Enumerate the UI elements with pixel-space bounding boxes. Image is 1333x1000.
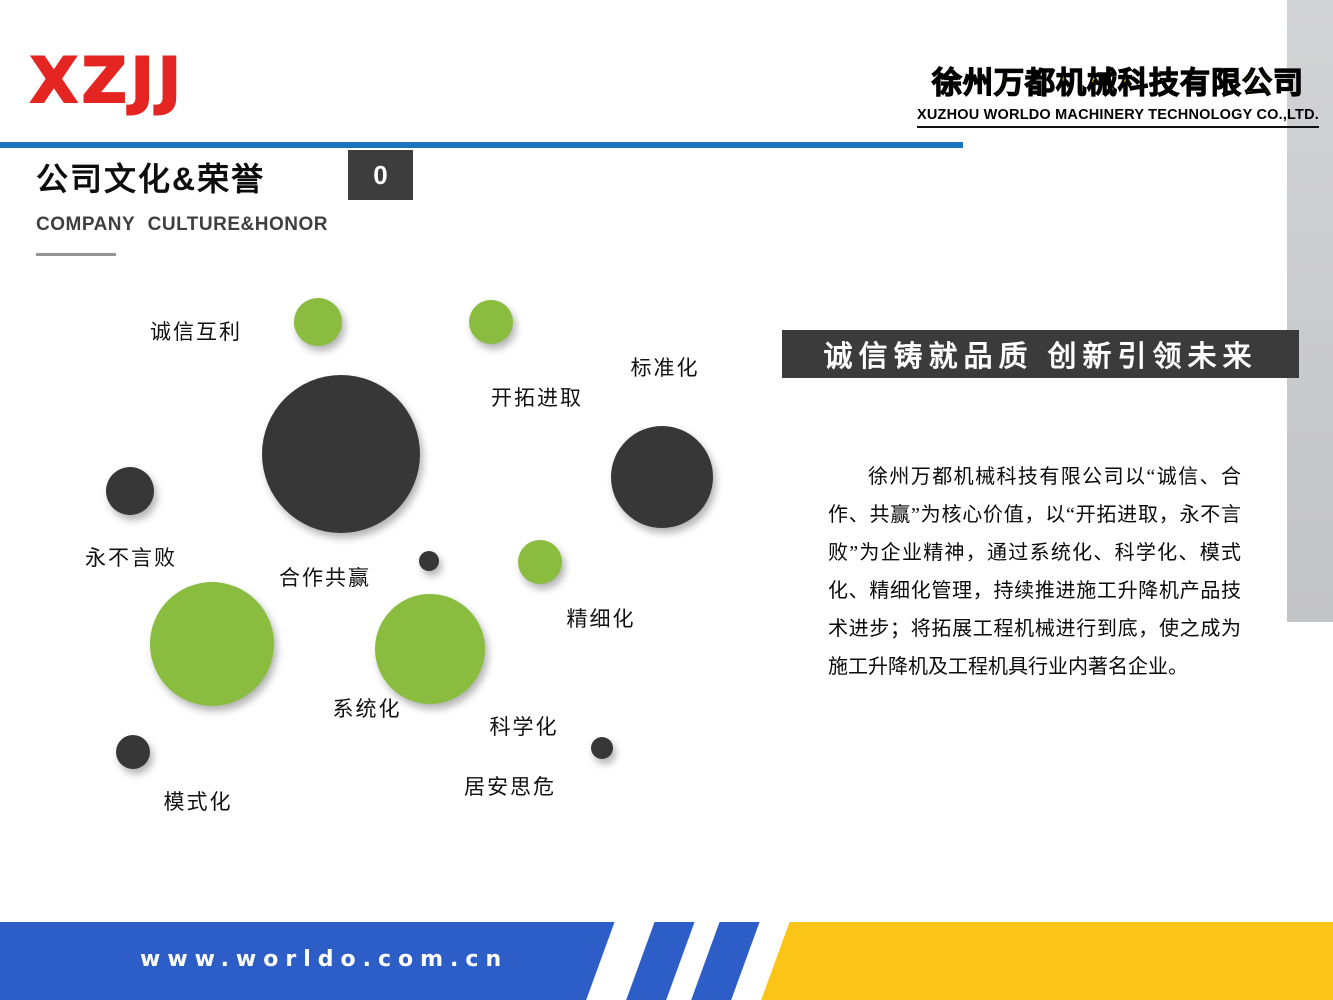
- bubble-circle: [469, 300, 513, 344]
- bubble-label: 开拓进取: [491, 386, 583, 410]
- company-name-block: 徐州万都机械科技有限公司 XUZHOU WORLDO MACHINERY TEC…: [917, 58, 1319, 128]
- section-title-en: COMPANY CULTURE&HONOR: [36, 214, 328, 235]
- bubble-circle: [106, 467, 154, 515]
- bubble-circle: [150, 582, 274, 706]
- company-name-en: XUZHOU WORLDO MACHINERY TECHNOLOGY CO.,L…: [917, 107, 1319, 128]
- page-number-box: 0: [348, 150, 413, 200]
- slogan-banner: 诚信铸就品质 创新引领未来: [782, 330, 1299, 378]
- bubble-label: 合作共赢: [279, 566, 371, 590]
- bubble-label: 模式化: [163, 790, 233, 814]
- bubble-circle: [262, 375, 420, 533]
- bubble-circle: [375, 594, 485, 704]
- bubble-circle: [116, 735, 150, 769]
- title-underline: [36, 253, 116, 256]
- company-description: 徐州万都机械科技有限公司以“诚信、合作、共赢”为核心价值，以“开拓进取，永不言败…: [828, 466, 1241, 678]
- website-url: www.worldo.com.cn: [140, 947, 509, 972]
- company-logo: XZJJ: [29, 43, 185, 118]
- bubble-chart: 诚信互利开拓进取 标准化永不言败合作共赢精细化系统化科学化居安思危模式化: [85, 298, 713, 814]
- company-name-cn: 徐州万都机械科技有限公司: [931, 65, 1304, 101]
- section-title-cn: 公司文化&荣誉: [36, 161, 266, 197]
- header-divider-line: [0, 142, 963, 148]
- bubble-circle: [419, 551, 439, 571]
- footer: www.worldo.com.cn: [0, 922, 1333, 1000]
- bubble-circle: [591, 737, 613, 759]
- corner-decoration-strip: [1287, 0, 1333, 622]
- page-number: 0: [373, 159, 388, 190]
- bubble-circle: [611, 426, 713, 528]
- bubble-label: 标准化: [630, 356, 700, 380]
- bubble-label: 精细化: [566, 607, 636, 631]
- bubble-label: 居安思危: [464, 775, 556, 799]
- bubble-label: 系统化: [332, 697, 402, 721]
- bubble-label: 诚信互利: [150, 320, 242, 344]
- bubble-circle: [518, 540, 562, 584]
- bubble-label: 永不言败: [85, 546, 177, 570]
- bubble-circle: [294, 298, 342, 346]
- bubble-label: 科学化: [489, 715, 559, 739]
